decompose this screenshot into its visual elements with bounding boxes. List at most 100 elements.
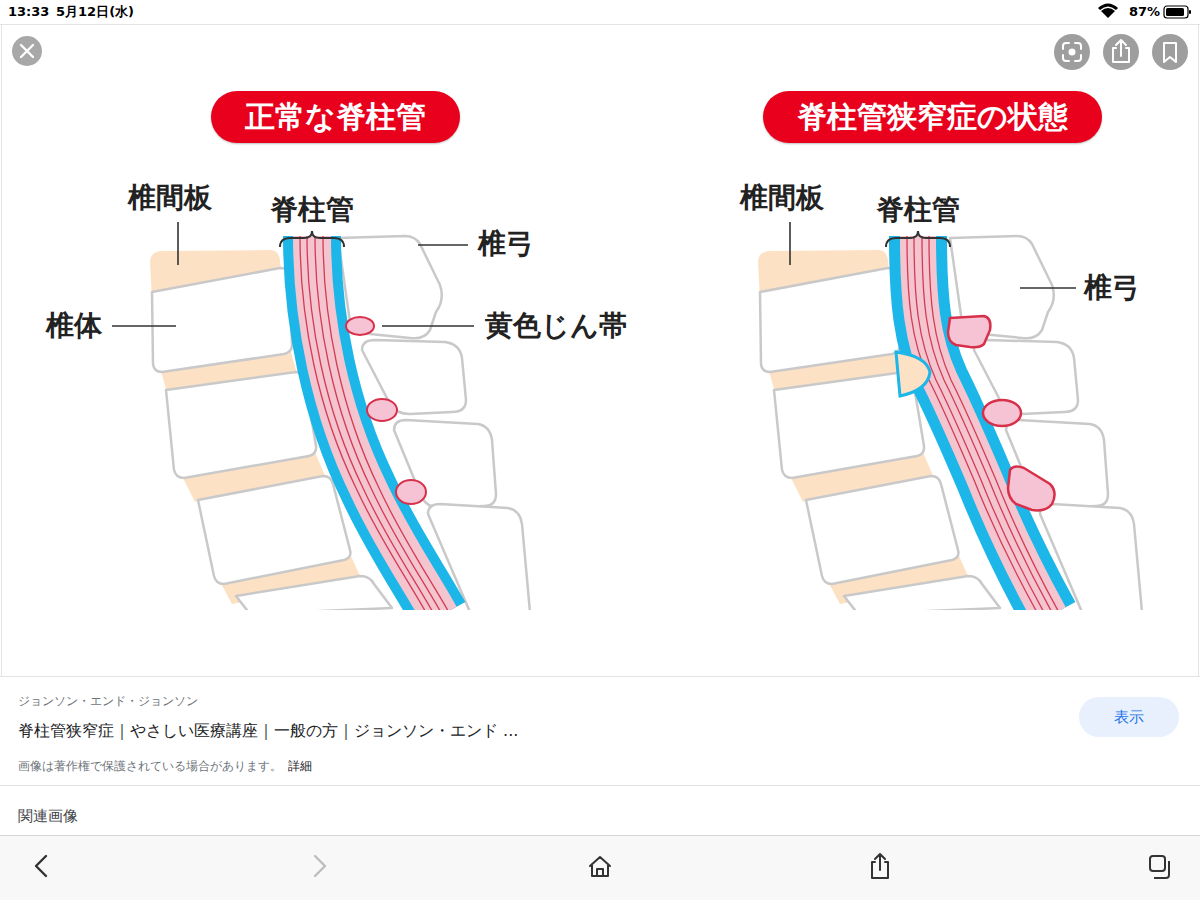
part-label: 椎弓: [1084, 271, 1140, 305]
nerve-fiber: [300, 236, 451, 610]
nerve-fiber: [914, 236, 1046, 610]
battery-icon: [1189, 10, 1191, 14]
vertebral-body: [806, 476, 958, 584]
lens-button: [1054, 34, 1090, 70]
back-icon: [36, 856, 46, 876]
stenosis-spine-figure: [758, 236, 1142, 610]
canal-bracket: [280, 231, 344, 247]
lens-button: [1054, 34, 1090, 70]
bookmark-button: [1152, 34, 1188, 70]
ligamentum-flavum: [346, 317, 426, 504]
leader-line: [418, 244, 468, 246]
details-link: 詳細: [288, 759, 312, 773]
share-button: [1103, 34, 1139, 70]
part-label: 椎弓: [478, 227, 534, 261]
image-frame: [1, 25, 2, 676]
share-button: [1103, 34, 1139, 70]
spinal-canal: [918, 236, 1050, 610]
toolbar: [0, 836, 1200, 900]
battery-icon: [1164, 6, 1188, 18]
vertebral-body: [198, 476, 350, 584]
wifi-icon: [1098, 4, 1118, 11]
vertebral-arch: [338, 236, 442, 338]
section-heading: 関連画像: [18, 807, 78, 825]
battery-icon: [1164, 6, 1191, 18]
vertebral-body: [844, 576, 1000, 610]
source-site: ジョンソン・エンド・ジョンソン: [18, 694, 198, 708]
node-text: 脊柱管狭窄症の状態: [797, 99, 1068, 135]
lens-button: [1063, 43, 1081, 61]
share-button: [1113, 40, 1129, 62]
image-frame: [0, 25, 1200, 677]
nerve-fiber: [300, 236, 428, 610]
canal-bracket: [280, 231, 950, 247]
nerve-fiber: [922, 236, 1054, 610]
bookmark-button: [1164, 43, 1176, 62]
ligamentum-flavum: [396, 480, 426, 504]
part-label: 脊柱管: [876, 193, 960, 227]
copyright-note: 画像は著作権で保護されている場合があります。: [18, 759, 282, 773]
tabs-icon: [1150, 856, 1165, 871]
part-label: 黄色じん帯: [485, 309, 627, 343]
normal-spine-figure: [150, 236, 530, 610]
leader-line: [789, 222, 791, 265]
toolbar: [0, 835, 1200, 836]
canal-bracket: [886, 231, 950, 247]
nerve-fiber: [315, 236, 443, 610]
share-icon: [872, 854, 888, 878]
page-title: 脊柱管狭窄症｜やさしい医療講座｜一般の方｜ジョンソン・エンド ...: [18, 721, 518, 740]
battery-percent: 87%: [1129, 4, 1160, 20]
home-icon: [590, 857, 610, 876]
bookmark-button: [1152, 34, 1188, 70]
part-label: 椎間板: [740, 181, 824, 215]
part-label: 脊柱管: [270, 193, 354, 227]
leader-line: [382, 325, 474, 327]
lens-button: [1069, 49, 1076, 56]
spinal-canal: [918, 236, 1050, 610]
vertebral-body: [166, 372, 316, 478]
vertebral-body: [760, 268, 900, 372]
spinal-canal: [312, 236, 440, 610]
vertebral-arch: [394, 420, 496, 508]
forward-icon: [315, 856, 325, 876]
part-label: 椎間板: [128, 181, 212, 215]
header-pill: 正常な脊柱管: [211, 91, 460, 143]
spinal-canal: [312, 236, 440, 610]
view-button: 表示: [1079, 697, 1179, 737]
leader-line: [112, 325, 176, 327]
tabs-icon: [1154, 861, 1169, 878]
ligamentum-flavum: [983, 400, 1021, 426]
close-button: [21, 45, 33, 57]
nerve-fiber: [323, 236, 451, 610]
ligamentum-flavum: [948, 316, 990, 347]
vertebral-body: [152, 268, 292, 372]
spinal-canal: [300, 236, 451, 610]
nerve-fiber: [907, 236, 1061, 610]
wifi-icon: [1098, 4, 1118, 19]
nerve-fiber: [907, 236, 1039, 610]
leader-line: [177, 222, 179, 265]
header-pill: 脊柱管狭窄症の状態: [763, 91, 1102, 143]
disc-bulge: [896, 352, 930, 396]
image-frame: [1198, 25, 1199, 676]
ligamentum-flavum: [346, 317, 374, 335]
ligamentum-flavum: [367, 399, 397, 421]
ligamentum-flavum: [948, 316, 1055, 510]
nerve-fiber: [929, 236, 1061, 610]
image-frame: [0, 24, 1200, 25]
close-button: [12, 36, 42, 66]
wifi-icon: [1101, 8, 1115, 18]
node-text: 表示: [1114, 708, 1144, 726]
toolbar: [0, 836, 1200, 900]
ligamentum-flavum: [1008, 466, 1055, 510]
status-date: 5月12日(水): [56, 4, 134, 20]
node-text: 正常な脊柱管: [245, 99, 426, 135]
separator: [0, 785, 1200, 786]
disc-bulge: [896, 352, 930, 396]
vertebral-body: [236, 576, 392, 610]
image-frame: [0, 676, 1200, 677]
separator: [0, 785, 1200, 786]
spinal-canal: [907, 236, 1061, 610]
